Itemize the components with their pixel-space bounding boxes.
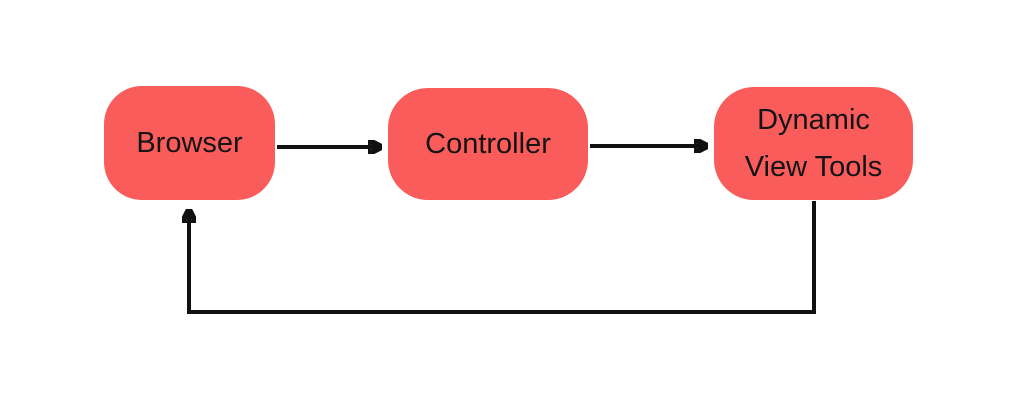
edge-dynamic-view-tools-to-browser [189, 201, 816, 314]
node-dynamic-view-tools: Dynamic View Tools [714, 87, 913, 200]
node-dynamic-view-tools-label: Dynamic View Tools [744, 104, 883, 183]
node-controller: Controller [388, 88, 588, 200]
node-browser: Browser [104, 86, 275, 200]
node-controller-label: Controller [425, 127, 551, 160]
node-browser-label: Browser [136, 126, 243, 159]
